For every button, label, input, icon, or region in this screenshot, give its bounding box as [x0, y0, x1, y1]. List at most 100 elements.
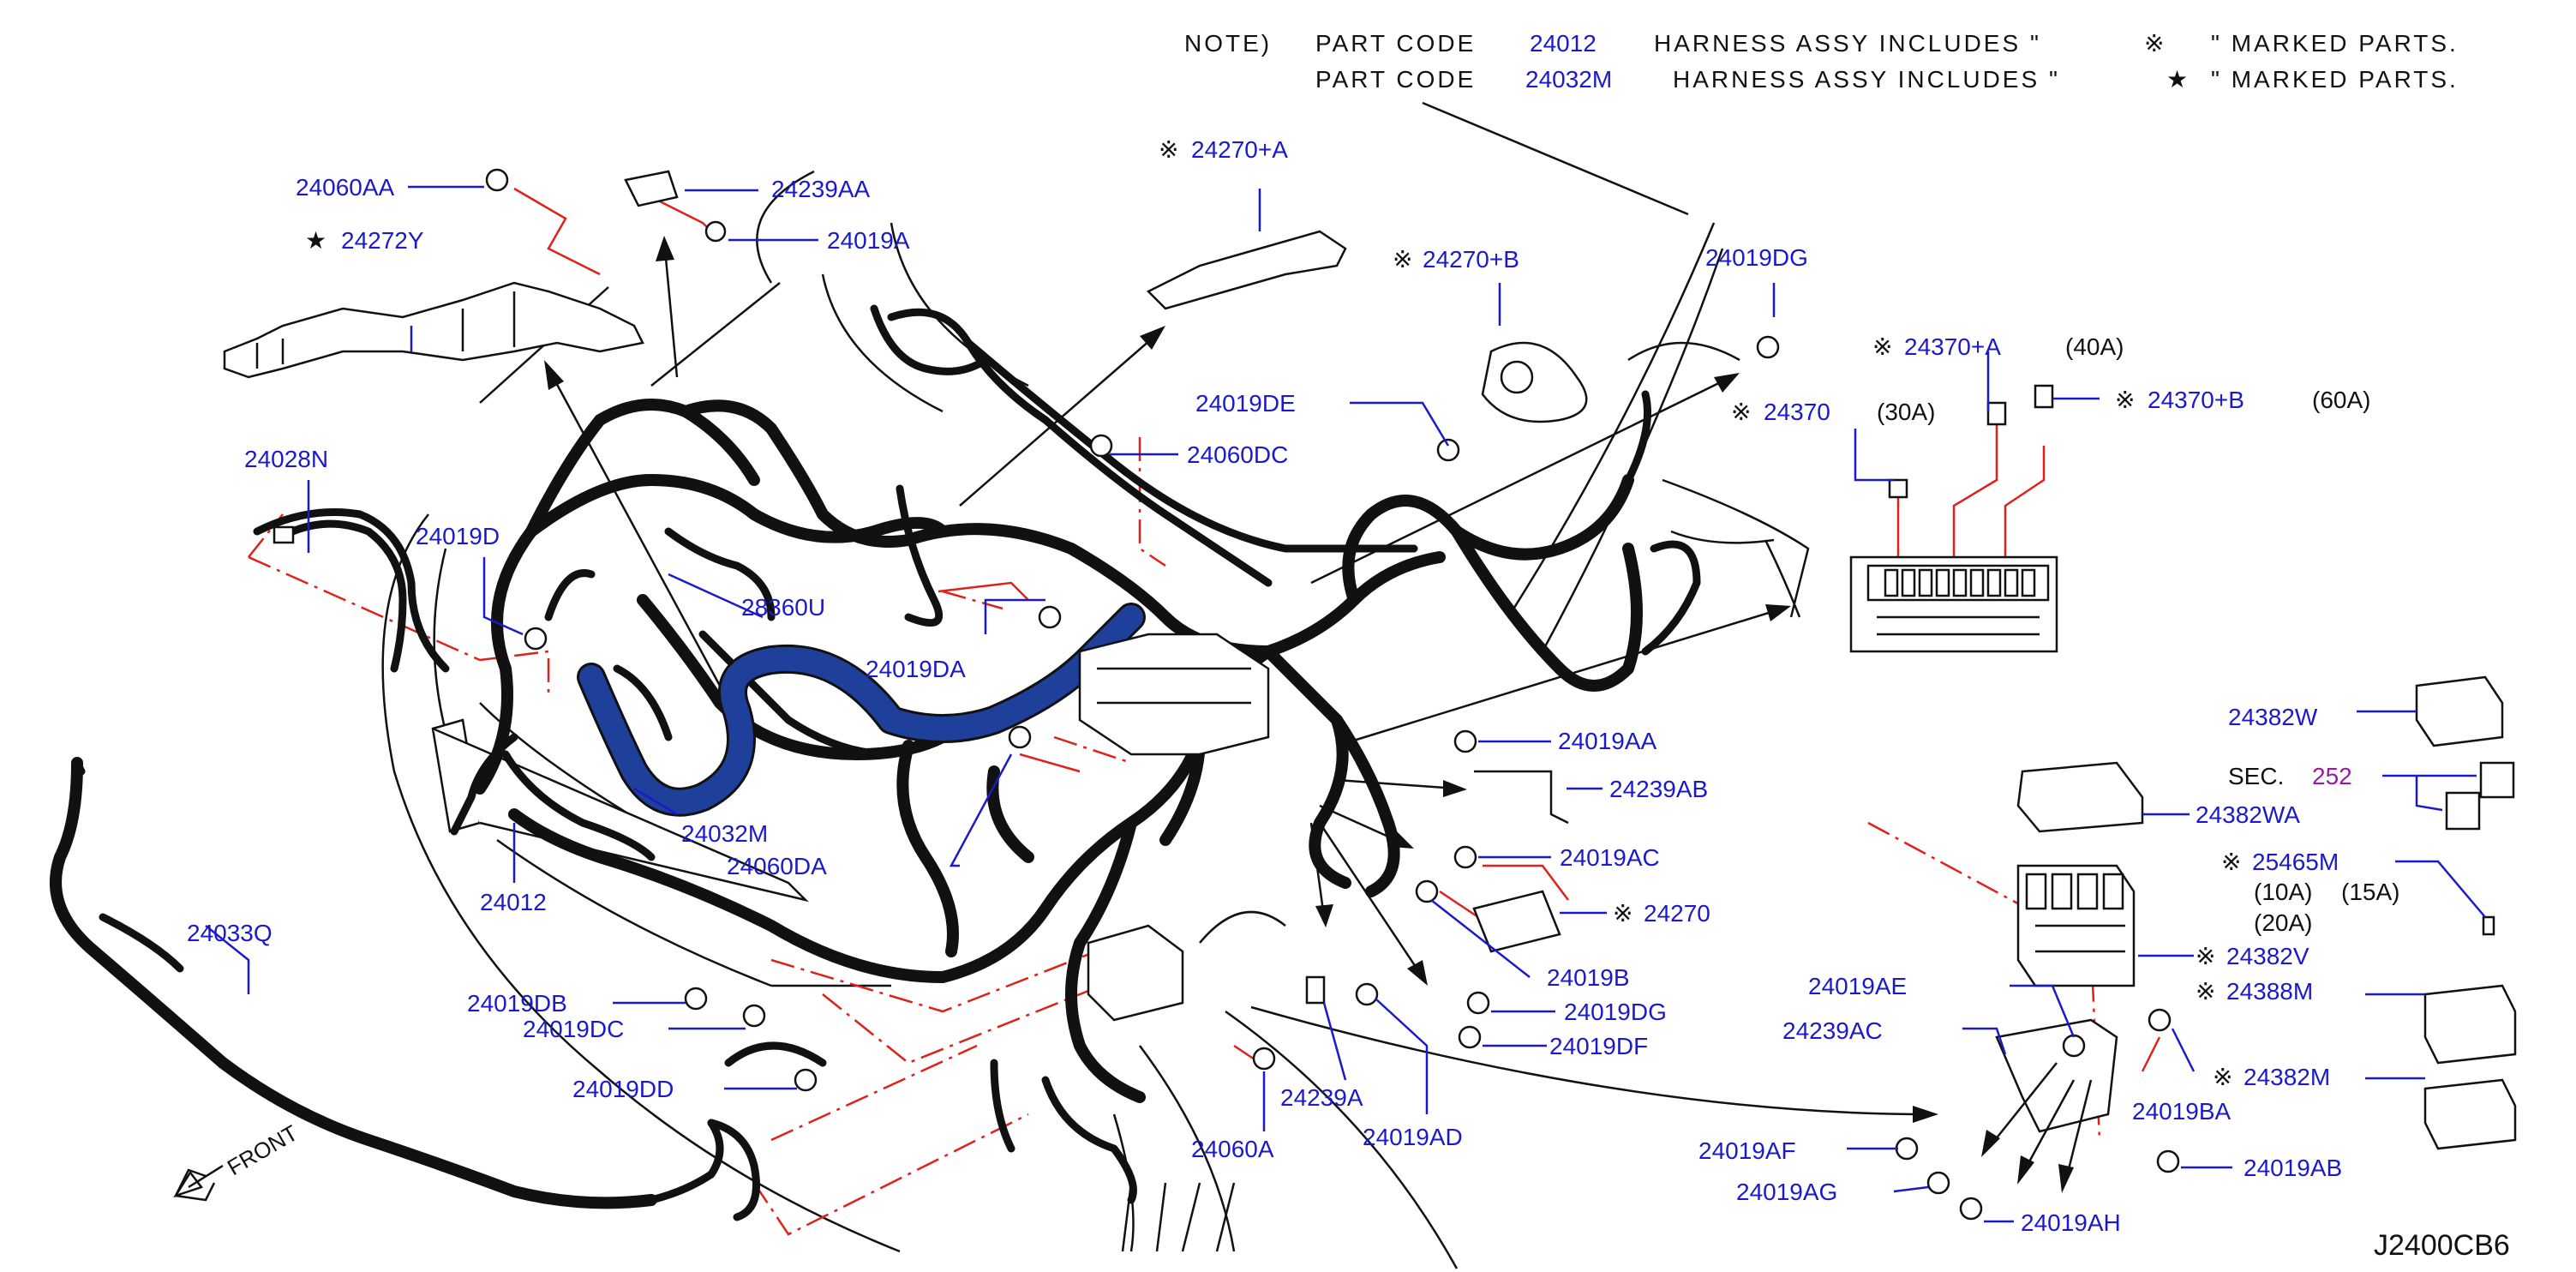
bolt-24019DF-icon [1458, 1025, 1482, 1049]
callout-24382M[interactable]: 24382M [2244, 1064, 2330, 1090]
callout-24019AB[interactable]: 24019AB [2244, 1155, 2342, 1181]
asterisk-icon: ※ [2196, 977, 2215, 1005]
callout-24019AE[interactable]: 24019AE [1808, 973, 1907, 999]
callout-24019DG-top[interactable]: 24019DG [1705, 244, 1808, 271]
asterisk-mark-icon: ※ [2144, 29, 2164, 57]
bolt-24019AE-icon [2062, 1034, 2086, 1058]
callout-24060A[interactable]: 24060A [1191, 1136, 1274, 1162]
bolt-24019AH-icon [1959, 1197, 1983, 1221]
drawing-reference-code: J2400CB6 [2374, 1229, 2510, 1262]
fastener-links [513, 187, 2161, 1072]
callout-24370[interactable]: 24370 [1764, 399, 1830, 425]
callout-24239AA[interactable]: 24239AA [771, 176, 871, 202]
asterisk-icon: ※ [2221, 848, 2241, 876]
bolt-24019AG-icon [1926, 1171, 1950, 1195]
amp-60A: (60A) [2312, 387, 2370, 413]
bracket-24270 [1472, 890, 1561, 953]
bolt-24019DA-icon [1038, 605, 1062, 629]
callout-24272Y[interactable]: 24272Y [341, 227, 424, 254]
bolt-24019AB-icon [2156, 1149, 2180, 1173]
bolt-24019DE-icon [1436, 438, 1460, 462]
callout-24019DA[interactable]: 24019DA [866, 656, 966, 682]
callout-24028N[interactable]: 24028N [244, 446, 328, 472]
star-icon: ★ [305, 226, 326, 255]
components [223, 170, 2517, 1150]
note-block: NOTE) PART CODE 24012 HARNESS ASSY INCLU… [1184, 29, 2459, 93]
asterisk-icon: ※ [1872, 333, 1892, 361]
section-prefix: SEC. [2228, 763, 2284, 789]
callout-24270[interactable]: 24270 [1644, 900, 1710, 927]
callout-24019AA[interactable]: 24019AA [1558, 728, 1657, 754]
bolt-24019BA-icon [2148, 1008, 2172, 1032]
callout-24060DC[interactable]: 24060DC [1187, 441, 1288, 468]
note-line1-part-code: PART CODE [1315, 30, 1476, 57]
leader-lines [205, 185, 2486, 1223]
bolt-24019AC-icon [1453, 845, 1477, 869]
note-line1-text: HARNESS ASSY INCLUDES " [1654, 30, 2041, 57]
callout-24019AD[interactable]: 24019AD [1363, 1124, 1463, 1150]
harness-bundles [50, 304, 1701, 1221]
note-line1-code[interactable]: 24012 [1530, 30, 1597, 57]
amp-40A: (40A) [2065, 333, 2124, 360]
front-direction-indicator: FRONT [173, 1119, 303, 1202]
callout-24019DF[interactable]: 24019DF [1549, 1033, 1648, 1059]
callout-24388M[interactable]: 24388M [2226, 978, 2313, 1005]
callout-24019AG[interactable]: 24019AG [1736, 1179, 1837, 1205]
callout-24239AC[interactable]: 24239AC [1782, 1017, 1883, 1044]
bolt-24060AA-icon [485, 168, 509, 192]
callout-labels: 24060AA 24239AA 24019A ★ 24272Y ※ 24270+… [187, 135, 2399, 1236]
callout-24060AA[interactable]: 24060AA [296, 174, 395, 201]
bolt-24019DG-top-icon [1756, 335, 1780, 359]
callout-24019A[interactable]: 24019A [827, 227, 910, 254]
bolt-24019DC-icon [742, 1004, 766, 1028]
callout-24032M[interactable]: 24032M [681, 820, 768, 847]
callout-25465M[interactable]: 25465M [2252, 849, 2339, 875]
callout-24019B[interactable]: 24019B [1547, 964, 1630, 991]
callout-28360U[interactable]: 28360U [741, 594, 825, 621]
bolt-24019AA-icon [1453, 729, 1477, 753]
callout-24019DD[interactable]: 24019DD [572, 1076, 674, 1102]
cover-24382W [2415, 675, 2504, 747]
callout-24239A[interactable]: 24239A [1280, 1084, 1363, 1111]
asterisk-icon: ※ [1159, 135, 1178, 164]
bolt-24019DG-icon [1466, 991, 1490, 1015]
callout-24239AB[interactable]: 24239AB [1609, 776, 1708, 802]
cover-24382WA [2016, 761, 2144, 833]
asterisk-icon: ※ [2196, 942, 2215, 970]
callout-24019DB[interactable]: 24019DB [467, 990, 567, 1017]
fuse-block-24382V [2016, 864, 2136, 987]
note-line1-end: " MARKED PARTS. [2211, 30, 2459, 57]
callout-24382V[interactable]: 24382V [2226, 943, 2309, 969]
asterisk-icon: ※ [2115, 386, 2135, 414]
harness-24032M[interactable] [577, 603, 1146, 817]
asterisk-icon: ※ [1613, 899, 1632, 927]
callout-24019DC[interactable]: 24019DC [523, 1016, 624, 1042]
callout-24019BA[interactable]: 24019BA [2132, 1098, 2232, 1125]
callout-24019D[interactable]: 24019D [416, 523, 500, 549]
callout-24019AC[interactable]: 24019AC [1560, 844, 1660, 871]
star-mark-icon: ★ [2166, 65, 2188, 93]
callout-24382WA[interactable]: 24382WA [2196, 801, 2300, 828]
front-label: FRONT [223, 1119, 303, 1180]
callout-24270B[interactable]: 24270+B [1423, 246, 1519, 273]
callout-24060DA[interactable]: 24060DA [727, 853, 827, 879]
bolt-24019D-icon [524, 627, 548, 651]
callout-24270A[interactable]: 24270+A [1191, 136, 1288, 163]
callout-24370A[interactable]: 24370+A [1904, 333, 2001, 360]
note-line2-part-code: PART CODE [1315, 66, 1476, 93]
note-line2-code[interactable]: 24032M [1525, 66, 1612, 93]
section-number[interactable]: 252 [2312, 763, 2352, 789]
bolt-24019AD-icon [1355, 982, 1379, 1006]
callout-24012[interactable]: 24012 [480, 889, 547, 915]
callout-24033Q[interactable]: 24033Q [187, 920, 273, 946]
protector-24270A [1146, 230, 1347, 310]
callout-24019AH[interactable]: 24019AH [2021, 1209, 2121, 1236]
callout-24382W[interactable]: 24382W [2228, 704, 2318, 730]
callout-24370B[interactable]: 24370+B [2148, 387, 2244, 413]
amp-15A: (15A) [2341, 879, 2399, 905]
callout-24019DG[interactable]: 24019DG [1564, 999, 1667, 1025]
callout-24019DE[interactable]: 24019DE [1195, 390, 1296, 417]
callout-24019AF[interactable]: 24019AF [1698, 1137, 1796, 1164]
note-prefix: NOTE) [1184, 30, 1272, 57]
